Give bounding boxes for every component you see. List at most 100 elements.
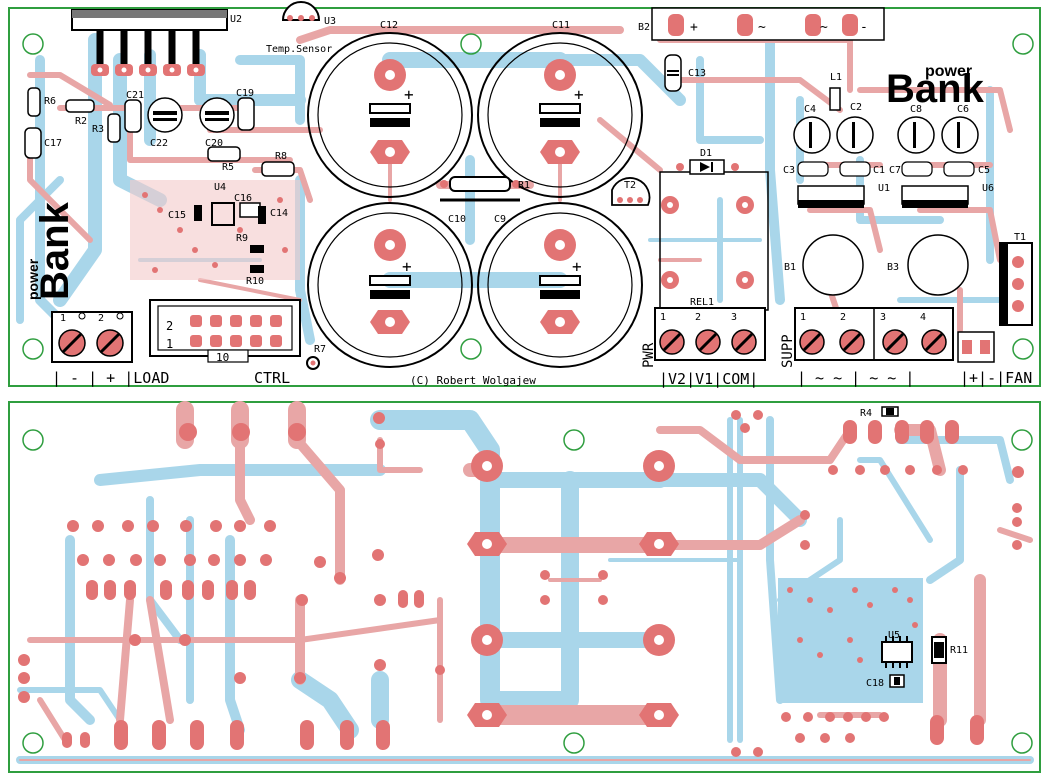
- svg-text:+: +: [572, 257, 582, 276]
- label-conn-pin: 10: [216, 351, 229, 364]
- cap-c10: +: [307, 202, 473, 368]
- label-c16: C16: [234, 193, 252, 204]
- u3-body: [281, 1, 321, 21]
- label-pwr: PWR: [641, 342, 657, 368]
- logo-right-big: Bank: [886, 67, 985, 111]
- conn-rel-2: 2: [695, 312, 701, 323]
- top-labels: U2 U3 Temp.Sensor C12 C11 B2 C13 R6 R2 R…: [44, 14, 1026, 364]
- bottom-board: R4 U5 R11 C18: [8, 401, 1041, 773]
- label-c14: C14: [270, 208, 288, 219]
- conn-supp-3: 3: [880, 312, 886, 323]
- conn-supp-1: 1: [800, 312, 806, 323]
- label-c9: C9: [494, 214, 506, 225]
- label-c20: C20: [205, 138, 223, 149]
- label-c13: C13: [688, 68, 706, 79]
- label-rel: |V2|V1|COM|: [659, 370, 758, 388]
- logo-left-big: Bank: [33, 201, 77, 300]
- label-b1: B1: [784, 262, 796, 273]
- ctrl-pins: [190, 315, 282, 347]
- label-r2: R2: [75, 116, 87, 127]
- label-temp: Temp.Sensor: [266, 44, 332, 55]
- conn-ctrl-2: 2: [166, 319, 173, 333]
- label-ctrl: CTRL: [254, 369, 290, 387]
- label-r5: R5: [222, 162, 234, 173]
- label-c2: C2: [850, 102, 862, 113]
- label-r3: R3: [92, 124, 104, 135]
- label-r8: R8: [275, 151, 287, 162]
- b2-pin-minus: -: [860, 20, 868, 35]
- cap-c11: +: [477, 32, 643, 198]
- power-bank-logo-left: power Bank: [25, 201, 77, 300]
- label-b3: B3: [887, 262, 899, 273]
- label-fan: |+|-|FAN: [960, 369, 1032, 387]
- label-c19: C19: [236, 88, 254, 99]
- u4-components: [194, 202, 266, 273]
- svg-text:+: +: [574, 85, 584, 104]
- conn-supp-2: 2: [840, 312, 846, 323]
- top-mount-holes: [22, 33, 1034, 360]
- label-r11: R11: [950, 645, 968, 656]
- cap-c12: +: [307, 32, 473, 198]
- label-c6: C6: [957, 104, 969, 115]
- label-c17: C17: [44, 138, 62, 149]
- bottom-large-pads: [467, 450, 679, 727]
- label-supp: SUPP: [780, 334, 796, 368]
- bottom-mount-holes: [22, 429, 1033, 754]
- b2-pin-ac1: ~: [758, 20, 766, 35]
- label-r1: R1: [518, 180, 530, 191]
- load-terminal: [51, 311, 133, 363]
- conn-rel-1: 1: [660, 312, 666, 323]
- bottom-labels: R4 U5 R11 C18: [860, 408, 968, 689]
- label-c10: C10: [448, 214, 466, 225]
- label-copyright: (C) Robert Wolgajew: [410, 374, 536, 387]
- svg-text:+: +: [404, 85, 414, 104]
- cap-c9: +: [477, 202, 643, 368]
- right-components: [793, 87, 1033, 326]
- label-l1: L1: [830, 72, 842, 83]
- power-bank-logo-right: power Bank: [886, 63, 985, 111]
- svg-text:+: +: [402, 257, 412, 276]
- bottom-small-pads: [18, 410, 1024, 757]
- label-t1: T1: [1014, 232, 1026, 243]
- u2-tab: [72, 10, 227, 18]
- label-u3: U3: [324, 16, 336, 27]
- label-c15: C15: [168, 210, 186, 221]
- label-c7: C7: [889, 165, 901, 176]
- label-u2: U2: [230, 14, 242, 25]
- label-r9: R9: [236, 233, 248, 244]
- label-r10: R10: [246, 276, 264, 287]
- label-u6: U6: [982, 183, 994, 194]
- label-c4: C4: [804, 104, 816, 115]
- label-r6: R6: [44, 96, 56, 107]
- label-c8: C8: [910, 104, 922, 115]
- label-r7: R7: [314, 344, 326, 355]
- label-r4: R4: [860, 408, 872, 419]
- label-u5: U5: [888, 630, 900, 641]
- label-load: | - | + |LOAD: [52, 369, 169, 387]
- label-c18: C18: [866, 678, 884, 689]
- b2-pin-plus: +: [690, 20, 698, 35]
- label-t2: T2: [624, 180, 636, 191]
- conn-left-2: 2: [98, 313, 104, 324]
- small-left-components: [24, 87, 295, 177]
- rel1: [654, 171, 769, 361]
- r1-body: [449, 176, 511, 192]
- conn-rel-3: 3: [731, 312, 737, 323]
- label-c3: C3: [783, 165, 795, 176]
- u4-area-vias: [142, 192, 288, 273]
- top-bottom-text: | - | + |LOAD CTRL (C) Robert Wolgajew |…: [52, 369, 1032, 388]
- conn-supp-4: 4: [920, 312, 926, 323]
- label-d1: D1: [700, 148, 712, 159]
- u5-pins: [885, 636, 908, 668]
- supp-terminal: [794, 307, 995, 363]
- label-u4: U4: [214, 182, 226, 193]
- label-c11: C11: [552, 20, 570, 31]
- label-c12: C12: [380, 20, 398, 31]
- label-supp-terms: | ~ ~ | ~ ~ |: [797, 369, 914, 387]
- conn-left-1: 1: [60, 313, 66, 324]
- b2-pin-ac2: ~: [820, 20, 828, 35]
- u5-chip: [881, 641, 913, 663]
- label-b2: B2: [638, 22, 650, 33]
- big-capacitors: + + +: [307, 32, 643, 368]
